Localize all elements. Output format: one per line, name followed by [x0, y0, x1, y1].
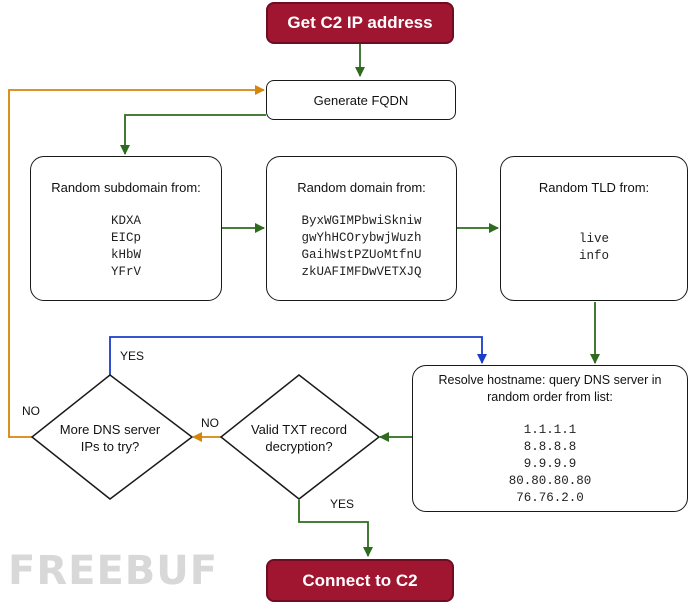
generate-fqdn-label: Generate FQDN — [313, 93, 409, 108]
decision-valid-txt-label: Valid TXT record decryption? — [229, 421, 369, 455]
resolve-title: Resolve hostname: query DNS server in ra… — [413, 372, 687, 406]
start-node: Get C2 IP address — [266, 2, 454, 44]
label-valid-no: NO — [201, 416, 219, 430]
tld-node: Random TLD from: live info — [500, 156, 688, 301]
list-item: EICp — [110, 231, 141, 245]
list-item: 76.76.2.0 — [516, 491, 584, 505]
decision-more-dns-shape — [30, 374, 194, 500]
start-node-label: Get C2 IP address — [287, 13, 433, 32]
list-item: 9.9.9.9 — [523, 457, 577, 471]
decision-more-dns-label: More DNS server IPs to try? — [40, 421, 180, 455]
list-item: 8.8.8.8 — [523, 440, 577, 454]
list-item: KDXA — [110, 214, 141, 228]
tld-title: Random TLD from: — [538, 180, 650, 195]
domain-title: Random domain from: — [297, 180, 426, 195]
end-node-label: Connect to C2 — [302, 570, 418, 590]
end-node: Connect to C2 — [266, 559, 454, 602]
list-item: zkUAFIMFDwVETXJQ — [301, 265, 422, 279]
domain-list: ByxWGIMPbwiSkniw gwYhHCOrybwjWuzh GaihWs… — [267, 213, 456, 281]
label-valid-yes: YES — [330, 497, 355, 511]
domain-node: Random domain from: ByxWGIMPbwiSkniw gwY… — [266, 156, 457, 301]
tld-list: live info — [501, 231, 687, 265]
edge-valid-to-end — [298, 500, 373, 557]
resolve-title-line1: Resolve hostname: query DNS server in — [438, 373, 662, 387]
label-more-no: NO — [22, 404, 40, 418]
decision-valid-txt-shape — [219, 374, 381, 500]
subdomain-title: Random subdomain from: — [51, 180, 201, 195]
decision-more-line1: More DNS server — [59, 422, 161, 437]
resolve-node: Resolve hostname: query DNS server in ra… — [412, 365, 688, 512]
decision-valid-line2: decryption? — [265, 439, 333, 454]
subdomain-node: Random subdomain from: KDXA EICp kHbW YF… — [30, 156, 222, 301]
list-item: GaihWstPZUoMtfnU — [301, 248, 422, 262]
list-item: info — [578, 249, 609, 263]
decision-more-line2: IPs to try? — [80, 439, 140, 454]
edge-more-to-resolve — [109, 336, 487, 375]
list-item: YFrV — [110, 265, 141, 279]
resolve-list: 1.1.1.1 8.8.8.8 9.9.9.9 80.80.80.80 76.7… — [413, 422, 687, 507]
edge-generate-to-subdomain — [120, 114, 266, 155]
label-more-yes: YES — [120, 349, 145, 363]
watermark-logo: FREEBUF — [8, 548, 219, 594]
list-item: kHbW — [110, 248, 141, 262]
resolve-title-line2: random order from list: — [487, 390, 613, 404]
list-item: 1.1.1.1 — [523, 423, 577, 437]
generate-fqdn-node: Generate FQDN — [266, 80, 456, 120]
list-item: gwYhHCOrybwjWuzh — [301, 231, 422, 245]
list-item: 80.80.80.80 — [508, 474, 592, 488]
list-item: ByxWGIMPbwiSkniw — [301, 214, 422, 228]
decision-valid-line1: Valid TXT record — [250, 422, 348, 437]
subdomain-list: KDXA EICp kHbW YFrV — [31, 213, 221, 281]
list-item: live — [578, 232, 609, 246]
edge-more-to-generate — [8, 85, 265, 438]
